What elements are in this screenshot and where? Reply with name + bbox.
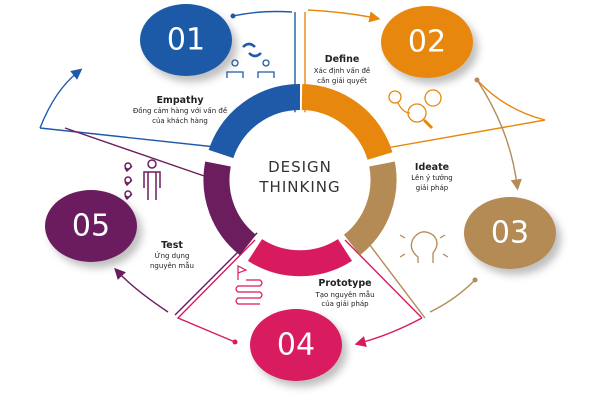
step-desc2-ideate: giải pháp — [416, 184, 449, 192]
step-circle-04 — [250, 309, 342, 381]
ring-segment-empathy — [208, 83, 301, 159]
step-desc1-empathy: Đồng cảm hàng với vấn đề — [133, 107, 227, 115]
step-desc2-empathy: của khách hàng — [152, 117, 208, 125]
ring-segment-ideate — [343, 161, 397, 256]
cycle-arrows — [39, 9, 546, 347]
step-number-04: 04 — [277, 328, 315, 363]
step-title-define: Define — [325, 54, 360, 65]
step-circle-01 — [140, 4, 232, 76]
step-title-test: Test — [161, 240, 183, 251]
step-desc1-ideate: Lên ý tưởng — [411, 174, 452, 182]
center-title-line1: DESIGN — [268, 158, 332, 176]
step-desc2-test: nguyên mẫu — [150, 261, 194, 270]
step-number-01: 01 — [167, 23, 205, 58]
handshake-people-icon — [226, 42, 275, 78]
step-desc2-define: cần giải quyết — [317, 77, 367, 85]
center-ring — [203, 83, 397, 277]
step-number-03: 03 — [491, 216, 529, 251]
center-title-line2: THINKING — [258, 178, 340, 196]
ring-segment-define — [301, 84, 393, 161]
magnifier-chat-icon — [388, 89, 442, 130]
step-number-05: 05 — [72, 209, 110, 244]
checklist-person-icon — [124, 159, 161, 201]
step-title-empathy: Empathy — [156, 95, 204, 106]
step-circle-03 — [464, 197, 556, 269]
step-title-ideate: Ideate — [415, 162, 449, 173]
ring-segment-prototype — [247, 238, 353, 277]
flag-path-icon — [235, 265, 263, 305]
step-desc2-prototype: của giải pháp — [321, 300, 369, 308]
step-desc1-test: Ứng dụng — [155, 251, 190, 260]
step-circle-05 — [45, 190, 137, 262]
step-title-prototype: Prototype — [318, 278, 371, 289]
step-desc1-prototype: Tạo nguyên mẫu — [314, 290, 374, 299]
ring-segment-test — [203, 161, 257, 256]
step-desc1-define: Xác định vấn đề — [314, 67, 371, 75]
head-idea-icon — [399, 231, 449, 263]
step-number-02: 02 — [408, 25, 446, 60]
step-circle-02 — [381, 6, 473, 78]
